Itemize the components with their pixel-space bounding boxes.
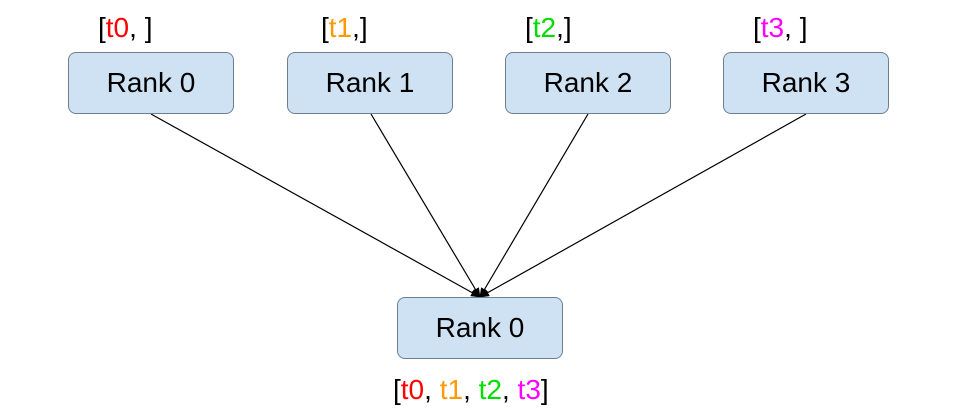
arrow-rank1-to-dest [370, 113, 481, 298]
source-tensor-label-3: [t3, ] [753, 14, 807, 42]
tensor-tail: , ] [784, 12, 808, 43]
tensor-tail: ,] [556, 12, 572, 43]
bracket-open: [ [393, 374, 401, 405]
tensor-tail: , ] [129, 12, 153, 43]
tensor-name-t2: t2 [532, 12, 557, 43]
separator: , [463, 374, 479, 405]
separator: , [424, 374, 440, 405]
bracket-open: [ [753, 12, 761, 43]
bracket-open: [ [321, 12, 329, 43]
rank-label: Rank 0 [435, 312, 525, 343]
bracket-close: ] [540, 374, 549, 405]
rank-label: Rank 0 [106, 67, 196, 98]
tensor-name-t1: t1 [439, 374, 464, 405]
destination-rank-box: Rank 0 [397, 297, 563, 359]
bracket-open: [ [525, 12, 533, 43]
tensor-tail: ,] [352, 12, 368, 43]
rank-label: Rank 3 [761, 67, 851, 98]
tensor-name-t0: t0 [400, 374, 425, 405]
rank-label: Rank 2 [543, 67, 633, 98]
arrow-rank2-to-dest [479, 113, 589, 298]
arrow-rank3-to-dest [479, 113, 807, 298]
tensor-name-t1: t1 [328, 12, 353, 43]
source-tensor-label-0: [t0, ] [98, 14, 152, 42]
separator: , [501, 374, 518, 405]
tensor-name-t3: t3 [760, 12, 785, 43]
source-rank-box-2: Rank 2 [505, 52, 671, 114]
tensor-name-t2: t2 [478, 374, 502, 405]
destination-tensor-label: [t0, t1, t2, t3] [393, 376, 549, 404]
source-rank-box-0: Rank 0 [68, 52, 234, 114]
rank-label: Rank 1 [325, 67, 415, 98]
source-rank-box-3: Rank 3 [723, 52, 889, 114]
source-tensor-label-1: [t1,] [321, 14, 368, 42]
source-tensor-label-2: [t2,] [525, 14, 572, 42]
tensor-name-t3: t3 [517, 374, 541, 405]
bracket-open: [ [98, 12, 106, 43]
tensor-name-t0: t0 [105, 12, 130, 43]
arrow-rank0-to-dest [150, 113, 481, 298]
source-rank-box-1: Rank 1 [287, 52, 453, 114]
